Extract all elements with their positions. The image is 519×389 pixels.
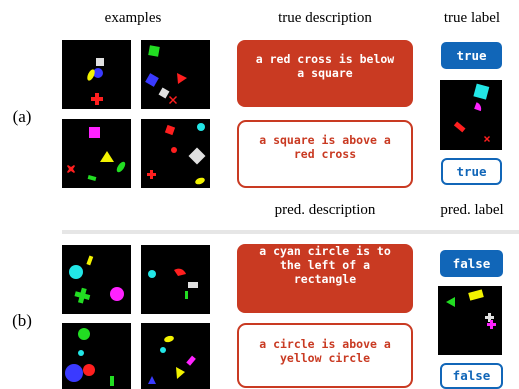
panel-b-tag: (b)	[12, 311, 32, 330]
panel-b-true-description-line: rectangle	[294, 272, 356, 286]
green-circle-shape	[78, 328, 90, 340]
cyan-circle-shape	[69, 265, 83, 279]
yellow-rectangle-shape	[468, 289, 484, 301]
panel-b-true-description-line: the left of a	[280, 258, 370, 272]
panel-a-label-example	[440, 80, 502, 150]
cyan-circle-shape	[78, 350, 84, 356]
green-triangle-shape	[446, 297, 455, 307]
panel-b-true-description-box	[237, 244, 413, 313]
header-examples: examples	[105, 10, 162, 26]
panel-b-true-label-box	[440, 250, 503, 277]
green-cross-shape	[74, 287, 91, 304]
green-rectangle-shape	[87, 175, 97, 181]
panel-b-example-2	[141, 245, 210, 314]
header-pred-description: pred. description	[275, 202, 376, 218]
green-ellipse-shape	[116, 161, 126, 173]
white-square-shape	[158, 87, 170, 99]
panel-a-example-1	[62, 40, 131, 109]
blue-circle-shape	[93, 68, 103, 78]
yellow-triangle-shape	[100, 151, 114, 162]
red-square-shape	[164, 124, 176, 136]
green-square-shape	[148, 45, 160, 57]
panel-b-label-example	[438, 286, 502, 355]
red-circle-shape	[171, 147, 177, 153]
panel-a-example-2	[141, 40, 210, 109]
magenta-circle-shape	[110, 287, 124, 301]
red-semicircle-shape	[174, 268, 186, 276]
panel-b-pred-description-line: yellow circle	[280, 351, 370, 365]
panel-a-pred-label: true	[456, 164, 487, 179]
panel-a-true-label-box	[441, 42, 502, 69]
panel-a-true-description-line: a red cross is below	[256, 52, 395, 66]
cyan-circle-shape	[197, 123, 205, 131]
white-cross-shape	[485, 313, 494, 322]
panel-a-true-description-line: a square	[297, 66, 352, 80]
red-cross-shape	[91, 93, 103, 105]
red-cross-shape	[169, 96, 177, 104]
panel-a-example-4	[141, 119, 210, 188]
panel-divider	[62, 230, 519, 234]
panel-a-tag: (a)	[13, 107, 32, 126]
panel-b-example-4	[141, 323, 210, 389]
yellow-ellipse-shape	[195, 177, 205, 185]
panel-a-pred-description-box	[237, 120, 413, 188]
cyan-square-shape	[473, 83, 490, 100]
yellow-triangle-shape	[176, 367, 185, 379]
white-square-shape	[188, 147, 206, 165]
magenta-square-shape	[89, 127, 100, 138]
panel-a-example-3	[62, 119, 131, 188]
magenta-rectangle-shape	[186, 355, 196, 366]
header-pred-label: pred. label	[440, 202, 503, 218]
panel-b-pred-description-box	[237, 323, 413, 388]
panel-a-pred-description-line: a square is above a	[259, 133, 391, 147]
blue-circle-shape	[65, 364, 83, 382]
green-rectangle-shape	[185, 291, 188, 299]
red-rectangle-shape	[453, 121, 466, 133]
blue-triangle-shape	[148, 376, 156, 384]
panel-b-true-label: false	[453, 256, 491, 271]
yellow-rectangle-shape	[86, 255, 94, 266]
yellow-ellipse-shape	[164, 335, 174, 343]
white-rectangle-shape	[188, 282, 198, 288]
cyan-circle-shape	[148, 270, 156, 278]
red-circle-shape	[83, 364, 95, 376]
panel-a-pred-label-box	[441, 158, 502, 185]
panel-b-pred-label-box	[440, 363, 503, 389]
red-cross-shape	[147, 170, 156, 179]
panel-a-true-label: true	[456, 48, 487, 63]
magenta-semicircle-shape	[474, 102, 482, 112]
header-true-description: true description	[278, 10, 372, 26]
panel-b-example-3	[62, 323, 131, 389]
red-cross-shape	[484, 136, 490, 142]
white-square-shape	[96, 58, 104, 66]
panel-b-example-1	[62, 245, 131, 314]
panel-b-true-description-line: a cyan circle is to	[259, 244, 391, 258]
panel-a-pred-description-line: red cross	[294, 147, 356, 161]
yellow-ellipse-shape	[87, 69, 95, 81]
magenta-cross-shape	[487, 320, 496, 329]
red-triangle-shape	[177, 73, 187, 84]
cyan-circle-shape	[160, 347, 166, 353]
blue-square-shape	[145, 73, 159, 87]
panel-b-pred-description-line: a circle is above a	[259, 337, 391, 351]
panel-b-pred-label: false	[453, 368, 491, 383]
panel-a-true-description-box	[237, 40, 413, 107]
green-rectangle-shape	[110, 376, 114, 386]
header-true-label: true label	[444, 10, 500, 26]
red-cross-shape	[67, 165, 75, 173]
